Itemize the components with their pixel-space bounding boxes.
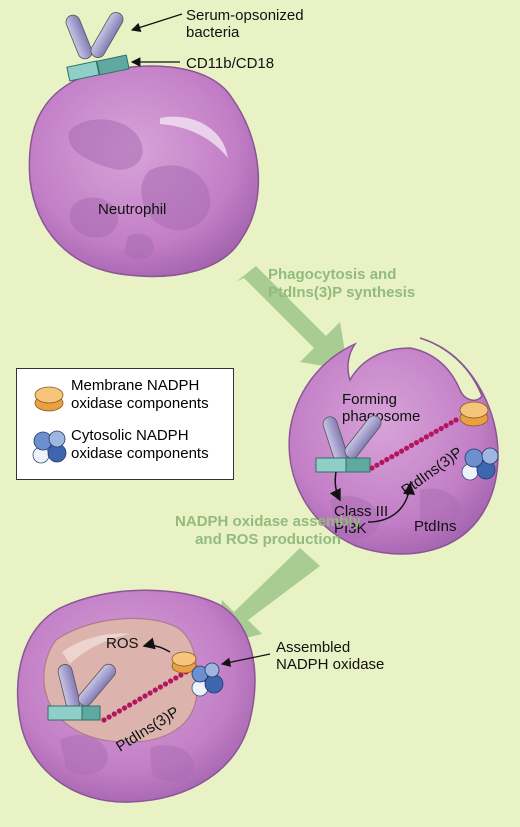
bacteria-pointer <box>130 13 183 33</box>
ptdins-conversion-arrow <box>367 482 416 523</box>
legend-membrane-line1: Membrane NADPH <box>71 377 200 394</box>
ptdins3p-bead <box>132 699 138 705</box>
step2-line1: NADPH oxidase assembly <box>175 513 362 530</box>
neutrophil-cell <box>28 65 260 278</box>
class3-label-line1: Class III <box>334 503 388 520</box>
ptdins3p-bead <box>157 684 163 690</box>
assembled-pointer <box>220 653 271 667</box>
ptdins3p-bead <box>423 434 429 440</box>
ptdins3p-bead <box>178 672 184 678</box>
neutrophil-label: Neutrophil <box>98 201 166 218</box>
forming-label-line1: Forming <box>342 391 397 408</box>
ptdins3p-bead <box>173 675 179 681</box>
ptdins3p-chain-3 <box>101 669 189 723</box>
ptdins3p-bead <box>404 445 410 451</box>
ptdins3p-bead <box>384 456 390 463</box>
bacteria-1 <box>65 12 124 60</box>
receptor-cd11b-cd18-3 <box>47 705 101 721</box>
bacteria-2 <box>322 415 382 462</box>
phagosome-forming-cell <box>288 337 499 555</box>
ptdins3p-chain-2 <box>369 417 459 471</box>
membrane-component-icon <box>34 386 64 412</box>
receptor-cd11b-cd18-2 <box>315 457 371 473</box>
receptor-label: CD11b/CD18 <box>186 55 274 72</box>
ptdins3p-bead <box>142 693 148 699</box>
ptdins3p-bead <box>369 465 375 471</box>
ptdins3p-bead <box>137 696 143 702</box>
membrane-oxidase-component-2 <box>459 401 489 427</box>
ros-label: ROS <box>106 635 139 652</box>
ptdins3p-bead <box>162 681 169 687</box>
ptdins3p-bead <box>438 425 444 432</box>
ptdins3p-bead <box>111 711 117 717</box>
ptdins3p-bead <box>379 459 385 465</box>
ptdins3p-bead <box>448 420 454 426</box>
ptdins3p-bead <box>399 448 405 454</box>
class3-label-line2: PI3K <box>334 520 367 537</box>
ptdins3p-bead <box>413 440 420 446</box>
ptdins3p-bead <box>453 417 459 423</box>
legend-cytosolic-line2: oxidase components <box>71 445 209 462</box>
ptdins3p-bead <box>168 678 174 684</box>
ptdins3p-bead <box>152 687 158 693</box>
membrane-oxidase-component-3 <box>171 651 197 674</box>
bacteria-label-line1: Serum-opsonized <box>186 7 304 24</box>
ptdins3p-bead <box>428 431 434 437</box>
cytosolic-oxidase-component-3 <box>191 662 224 697</box>
cytosolic-oxidase-component-2 <box>461 447 499 481</box>
ptdins3p-bead <box>389 454 395 460</box>
bacteria-label-line2: bacteria <box>186 24 240 41</box>
step1-line1: Phagocytosis and <box>268 266 396 283</box>
step-arrow-2 <box>214 548 320 646</box>
ptdins3p-bead <box>101 717 107 723</box>
ptdins3p-bead <box>147 690 153 696</box>
ros-arrow <box>142 637 171 653</box>
ptdins3p-bead <box>106 714 112 720</box>
step2-line2: and ROS production <box>195 531 341 548</box>
legend-membrane-line2: oxidase components <box>71 395 209 412</box>
step1-line2: PtdIns(3)P synthesis <box>268 284 415 301</box>
assembled-label-line2: NADPH oxidase <box>276 656 384 673</box>
ptdins3p-bead <box>127 702 133 708</box>
legend-icons <box>32 386 67 464</box>
ptdins-label: PtdIns <box>414 518 457 535</box>
assembled-label-line1: Assembled <box>276 639 350 656</box>
forming-label-line2: phagosome <box>342 408 420 425</box>
legend: Membrane NADPH oxidase components Cytoso… <box>16 368 234 480</box>
step-arrow-1 <box>236 266 348 370</box>
ptdins3p-bead <box>394 451 400 457</box>
legend-cytosolic-line1: Cytosolic NADPH <box>71 427 189 444</box>
ptdins3p-bead <box>116 708 122 714</box>
bacteria-3 <box>57 663 116 710</box>
class3-arrow <box>329 471 341 502</box>
ptdins3p-bead <box>408 442 415 448</box>
ptdins3p-bead <box>418 437 424 443</box>
ptdins3p-bead <box>443 423 449 429</box>
ptdins3p-bead <box>374 462 380 468</box>
ptdins3p-bead <box>433 428 439 434</box>
receptor-cd11b-cd18-1 <box>66 54 130 82</box>
ptdins3p-bead <box>121 705 128 711</box>
cytosolic-component-icon <box>32 430 67 464</box>
